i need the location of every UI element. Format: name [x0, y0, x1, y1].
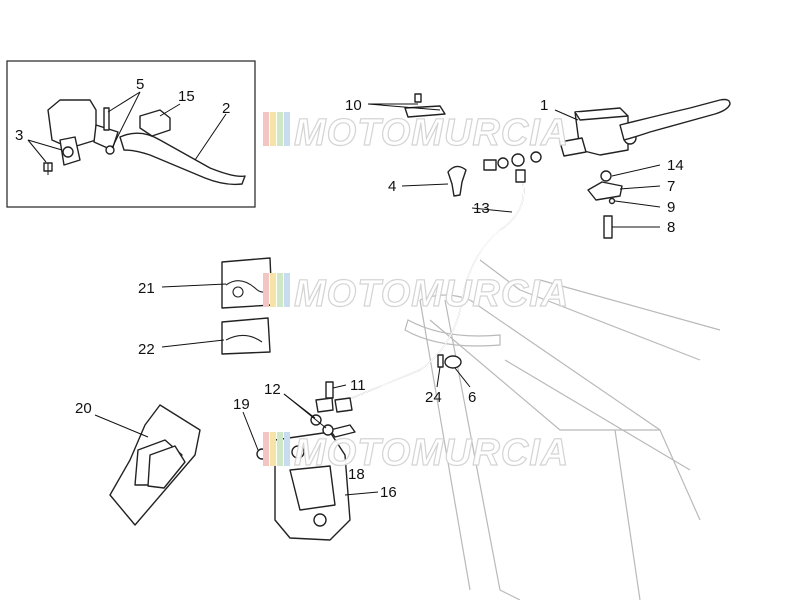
leader-lines — [27, 91, 661, 496]
callout-14: 14 — [667, 157, 684, 174]
callout-1: 1 — [540, 97, 548, 114]
callout-11: 11 — [350, 377, 366, 394]
brake-caliper — [274, 424, 356, 541]
watermark-stripe — [263, 273, 269, 307]
handlebar-clamp — [587, 170, 623, 239]
watermark-stripe — [284, 112, 290, 146]
callout-21: 21 — [138, 280, 155, 297]
callout-4: 4 — [388, 178, 396, 195]
watermark-top: MOTOMURCIA — [263, 111, 569, 155]
callout-20: 20 — [75, 400, 92, 417]
watermark-stripe — [270, 432, 276, 466]
watermark-stripe — [263, 112, 269, 146]
callout-10: 10 — [345, 97, 362, 114]
watermark-text: MOTOMURCIA — [294, 112, 569, 154]
brake-hose — [334, 169, 526, 413]
banjo-fittings — [483, 151, 542, 171]
callout-labels: 1 2 3 4 5 6 7 8 9 10 11 12 13 14 15 16 1… — [15, 76, 684, 501]
callout-24: 24 — [425, 389, 442, 406]
watermark-stripe — [263, 432, 269, 466]
master-cylinder — [559, 98, 731, 157]
watermark-stripe — [277, 273, 283, 307]
brake-pads-bag — [109, 404, 201, 526]
watermark-stripe — [270, 112, 276, 146]
inset-master-cylinder — [47, 99, 119, 166]
callout-5: 5 — [136, 76, 144, 93]
inset-box — [6, 60, 256, 208]
callout-19: 19 — [233, 396, 250, 413]
callout-18: 18 — [348, 466, 365, 483]
inset-clamp — [139, 109, 171, 137]
callout-16: 16 — [380, 484, 397, 501]
watermark-stripe — [277, 112, 283, 146]
watermark-middle: MOTOMURCIA — [263, 272, 569, 316]
watermark-bottom: MOTOMURCIA — [263, 431, 569, 475]
callout-8: 8 — [667, 219, 675, 236]
bleed-screw-parts — [256, 381, 334, 460]
callout-13: 13 — [473, 200, 490, 217]
bolt-set-10 — [404, 93, 446, 118]
callout-15: 15 — [178, 88, 195, 105]
watermark-stripe — [284, 273, 290, 307]
hose-clip — [437, 354, 462, 369]
watermark-stripe — [270, 273, 276, 307]
callout-3: 3 — [15, 127, 23, 144]
callout-22: 22 — [138, 341, 155, 358]
watermark-stripe — [277, 432, 283, 466]
pad-kit-22 — [221, 317, 271, 355]
callout-6: 6 — [468, 389, 476, 406]
watermark-text: MOTOMURCIA — [294, 273, 569, 315]
callout-7: 7 — [667, 178, 675, 195]
watermark-stripe — [284, 432, 290, 466]
frame-outline — [404, 259, 721, 600]
inset-screw — [43, 162, 53, 175]
callout-2: 2 — [222, 100, 230, 117]
cap-boot — [447, 165, 467, 197]
watermark-text: MOTOMURCIA — [294, 432, 569, 474]
callout-9: 9 — [667, 199, 675, 216]
callout-12: 12 — [264, 381, 281, 398]
